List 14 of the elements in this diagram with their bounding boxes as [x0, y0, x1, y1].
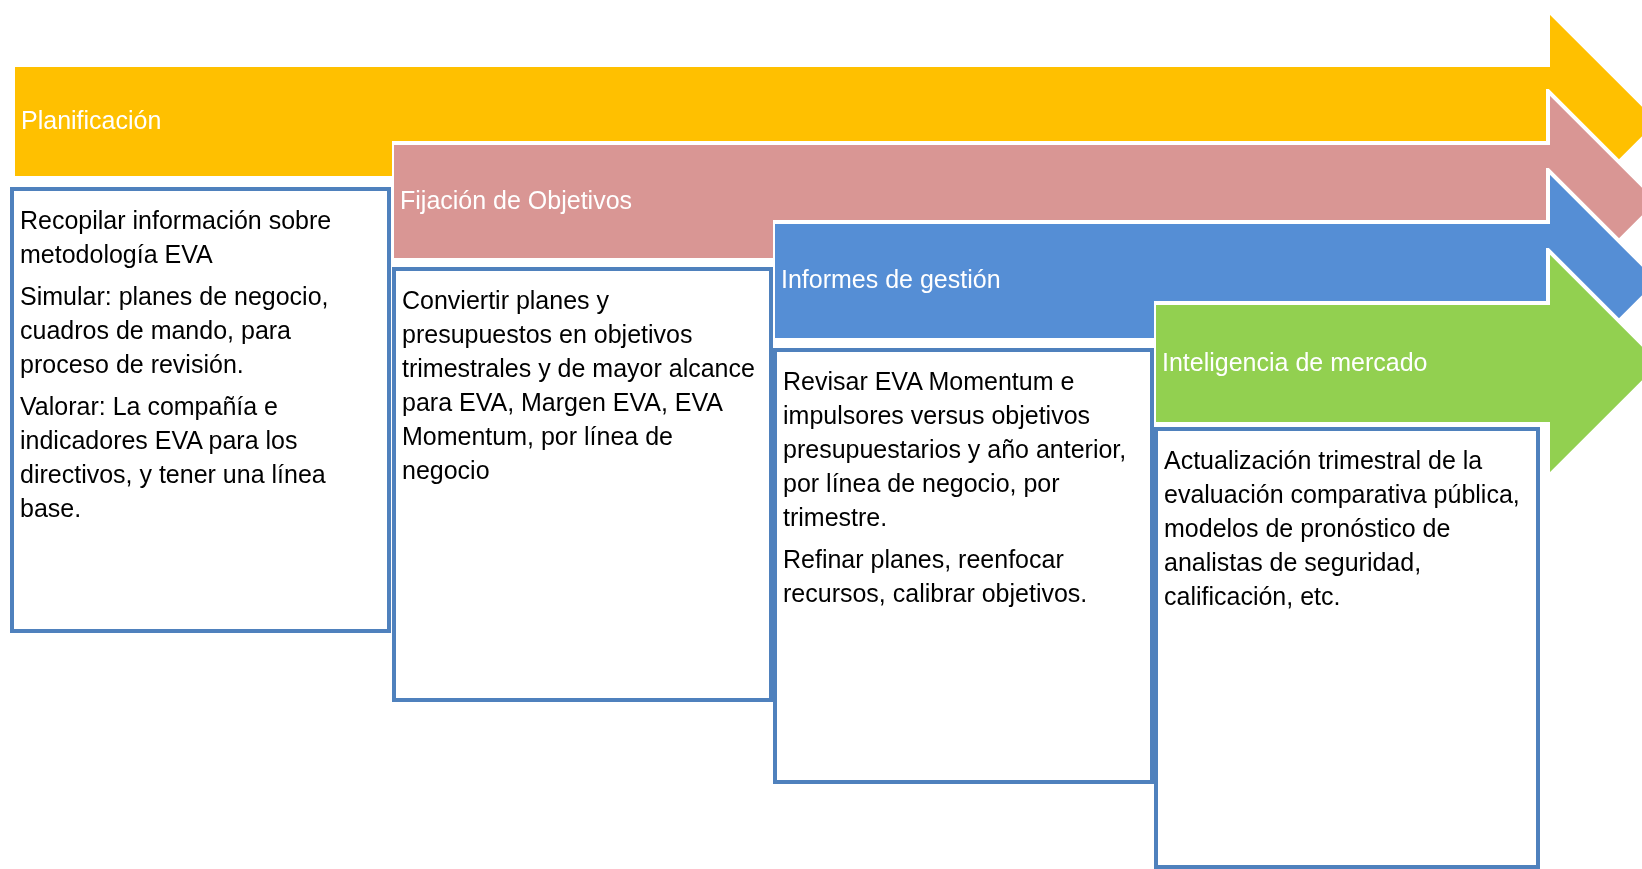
stage-title: Fijación de Objetivos [400, 185, 633, 215]
paragraph: Valorar: La compañía e indicadores EVA para los directivos, y tener una línea base. [20, 391, 327, 524]
paragraph: Conviertir planes y presupuestos en objetivos trimestrales y de mayor alcance para EVA, Margen EVA, EVA Momentum, por línea de negocio [402, 285, 756, 486]
stage-title: Inteligencia de mercado [1162, 347, 1428, 377]
stage-title: Informes de gestión [781, 265, 1001, 294]
paragraph: Recopilar información sobre metodología EVA [20, 205, 333, 270]
text-box [10, 187, 391, 633]
paragraph: Revisar EVA Momentum e impulsores versus objetivos presupuestarios y año anterior, por línea de negocio, por trimestre. [783, 366, 1128, 533]
text-box [1154, 427, 1540, 869]
paragraph: Actualización trimestral de la evaluación comparativa pública, modelos de pronóstico de analistas de seguridad, calificación, etc. [1164, 445, 1521, 612]
stage-title: Planificación [21, 105, 162, 135]
paragraph: Simular: planes de negocio, cuadros de mando, para proceso de revisión. [20, 281, 330, 380]
text-box [392, 267, 773, 702]
paragraph: Refinar planes, reenfocar recursos, calibrar objetivos. [783, 544, 1089, 609]
